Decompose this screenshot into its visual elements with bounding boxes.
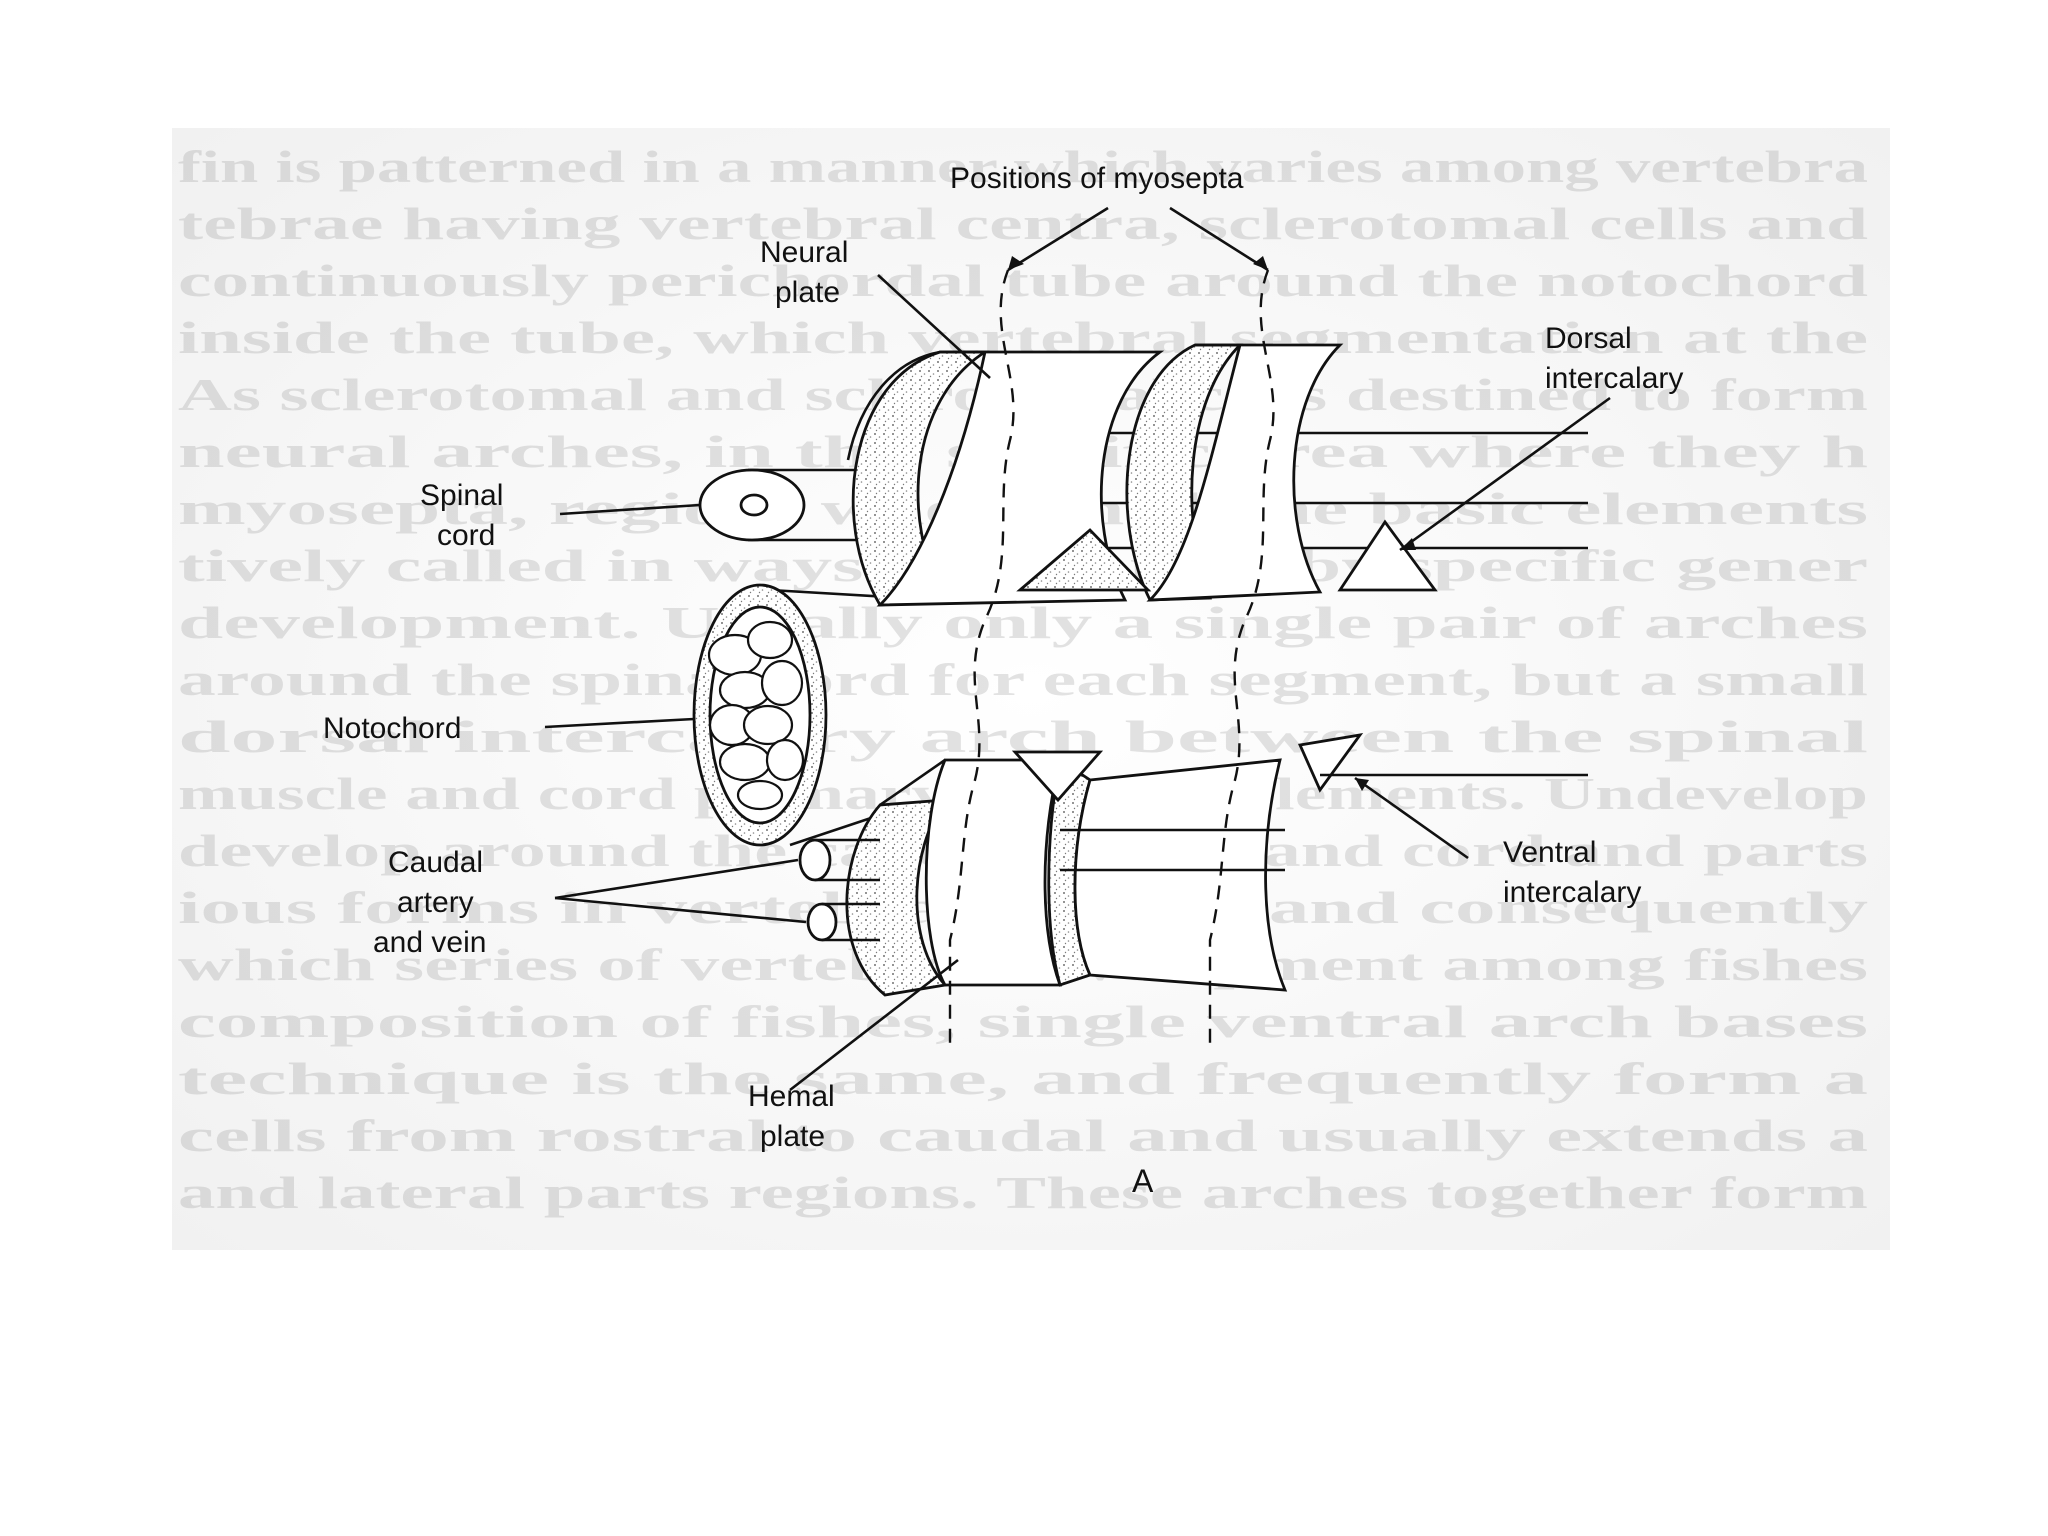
label-caudal-line2: artery: [397, 886, 474, 919]
figure-panel-letter: A: [1132, 1163, 1154, 1199]
label-ventral-intercalary-line2: intercalary: [1503, 876, 1641, 909]
label-dorsal-intercalary-line1: Dorsal: [1545, 322, 1632, 355]
label-neural-plate-line2: plate: [775, 276, 840, 309]
background-text-line: technique is the same, and frequently fo…: [178, 1053, 1868, 1104]
label-notochord: Notochord: [323, 712, 461, 745]
label-dorsal-intercalary-line2: intercalary: [1545, 362, 1683, 395]
ventral-intercalary-pieces: [1011, 733, 1588, 803]
background-text-line: cells from rostral to caudal and usually…: [178, 1110, 1868, 1161]
label-spinal-cord-line2: cord: [437, 519, 495, 552]
caudal-vessels: [798, 838, 880, 942]
background-text-line: development. Usually only a single pair …: [178, 597, 1868, 648]
background-text-line: composition of fishes, single ventral ar…: [178, 996, 1868, 1047]
label-caudal-line3: and vein: [373, 926, 486, 959]
label-hemal-plate-line2: plate: [760, 1120, 825, 1153]
background-text-line: continuously perichordal tube around the…: [178, 255, 1869, 306]
background-text-line: around the spinal cord for each segment,…: [178, 654, 1868, 705]
hemal-plate-2: [1047, 757, 1288, 992]
background-text-line: fin is patterned in a manner which varie…: [178, 141, 1868, 192]
label-caudal-line1: Caudal: [388, 846, 483, 879]
neural-plate-2: [1125, 343, 1344, 602]
dorsal-intercalary-triangles: [1016, 519, 1438, 592]
label-positions-of-myosepta: Positions of myosepta: [950, 162, 1244, 195]
leader-lines: [544, 206, 1611, 1092]
hemal-plate-1: [845, 758, 1062, 997]
background-text-line: tebrae having vertebral centra, scleroto…: [178, 198, 1869, 249]
label-hemal-plate-line1: Hemal: [748, 1080, 835, 1113]
scanned-page-background: [172, 128, 1890, 1250]
vertebral-diagram: [544, 206, 1611, 1092]
background-text: fin is patterned in a manner which varie…: [178, 141, 1869, 1218]
label-ventral-intercalary-line1: Ventral: [1503, 836, 1596, 869]
label-spinal-cord-line1: Spinal: [420, 479, 503, 512]
background-text-line: and lateral parts regions. These arches …: [178, 1167, 1868, 1218]
label-neural-plate-line1: Neural: [760, 236, 848, 269]
notochord-centrum: [692, 583, 941, 847]
